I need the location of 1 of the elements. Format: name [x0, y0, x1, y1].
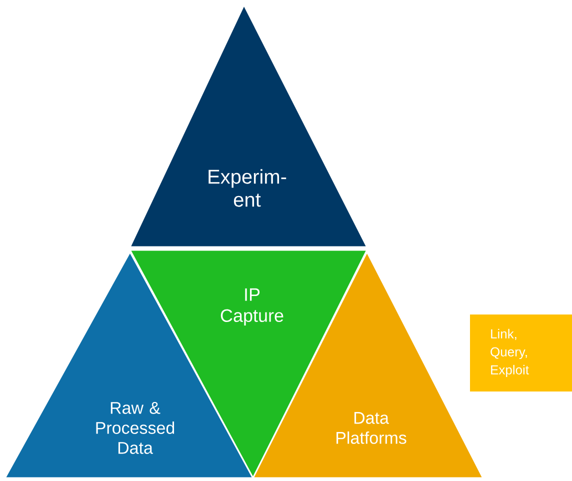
note-box: Link, Query, Exploit: [470, 314, 572, 392]
